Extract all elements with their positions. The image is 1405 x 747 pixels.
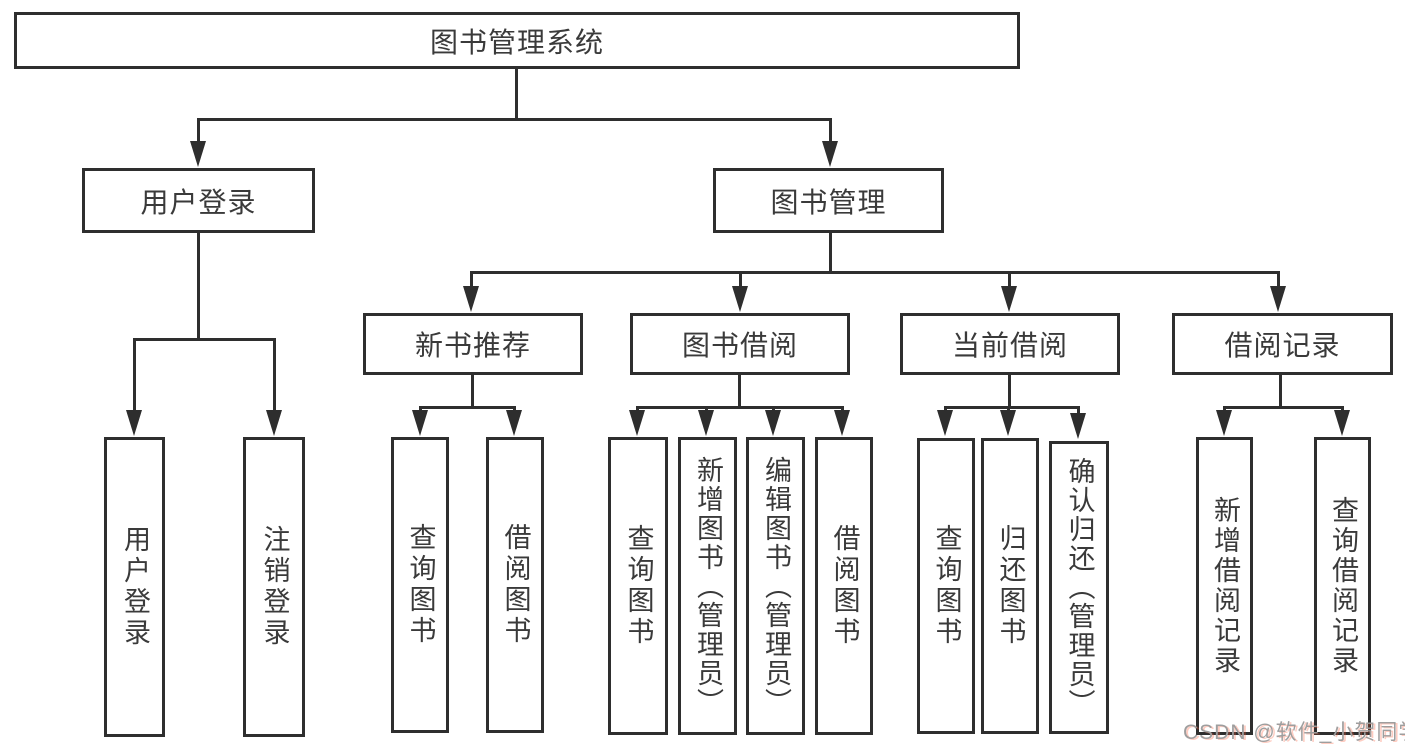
- leaf-query-borrow-record: 查询借阅记录: [1314, 437, 1371, 735]
- connector-trunk: [738, 375, 741, 409]
- leaf-query-book-1-label: 查询图书: [405, 523, 436, 647]
- connector-user-login-rail: [133, 338, 276, 341]
- node-current-borrow-label: 当前借阅: [951, 330, 1068, 361]
- arrowhead-icon: [1001, 286, 1017, 312]
- arrowhead-icon: [190, 141, 206, 167]
- connector-shaft-leaf: [133, 338, 136, 412]
- connector-user-login-trunk: [197, 233, 200, 341]
- leaf-add-book-admin: 新增图书（管理员）: [678, 437, 737, 735]
- node-borrow-records-label: 借阅记录: [1224, 330, 1341, 361]
- leaf-confirm-return-admin-label: 确认归还（管理员）: [1064, 457, 1095, 718]
- connector-shaft-leaf: [1077, 406, 1080, 414]
- arrowhead-icon: [1334, 410, 1350, 436]
- leaf-logout-label: 注销登录: [259, 525, 290, 649]
- connector-shaft-book-borrow: [739, 271, 742, 289]
- connector-shaft-current-borrow: [1008, 271, 1011, 289]
- leaf-borrow-book-1: 借阅图书: [486, 437, 544, 733]
- arrowhead-icon: [1270, 286, 1286, 312]
- leaf-borrow-book-2-label: 借阅图书: [829, 524, 860, 648]
- connector-trunk: [471, 375, 474, 409]
- arrowhead-icon: [698, 410, 714, 436]
- leaf-user-login-label: 用户登录: [120, 525, 150, 649]
- leaf-confirm-return-admin: 确认归还（管理员）: [1049, 441, 1109, 734]
- connector-level3-rail: [470, 271, 1280, 274]
- arrowhead-icon: [834, 410, 850, 436]
- leaf-query-book-2: 查询图书: [608, 437, 668, 735]
- connector-trunk: [1008, 375, 1011, 409]
- node-root: 图书管理系统: [14, 12, 1020, 69]
- arrowhead-icon: [463, 286, 479, 312]
- leaf-logout: 注销登录: [243, 437, 305, 737]
- connector-level2-rail: [197, 118, 832, 121]
- arrowhead-icon: [506, 410, 522, 436]
- node-current-borrow: 当前借阅: [900, 313, 1120, 375]
- node-root-label: 图书管理系统: [429, 26, 604, 58]
- node-book-borrow-label: 图书借阅: [681, 330, 798, 361]
- node-borrow-records: 借阅记录: [1172, 313, 1393, 375]
- node-user-login-label: 用户登录: [140, 186, 257, 218]
- leaf-add-borrow-record-label: 新增借阅记录: [1210, 496, 1240, 676]
- connector-trunk: [1279, 375, 1282, 409]
- leaf-user-login: 用户登录: [104, 437, 165, 737]
- leaf-edit-book-admin-label: 编辑图书（管理员）: [761, 455, 791, 717]
- connector-rail: [419, 406, 516, 409]
- connector-shaft-new-book: [470, 271, 473, 289]
- arrowhead-icon: [1000, 410, 1016, 436]
- connector-shaft-borrow-records: [1277, 271, 1280, 289]
- node-book-borrow: 图书借阅: [630, 313, 850, 375]
- connector-rail: [636, 406, 844, 409]
- connector-rail: [944, 406, 1080, 409]
- connector-root-trunk: [515, 68, 518, 121]
- leaf-query-book-3: 查询图书: [917, 438, 975, 734]
- arrowhead-icon: [126, 410, 142, 436]
- leaf-query-borrow-record-label: 查询借阅记录: [1328, 496, 1358, 676]
- node-new-book-recommend-label: 新书推荐: [414, 330, 531, 361]
- leaf-borrow-book-1-label: 借阅图书: [500, 523, 531, 647]
- leaf-borrow-book-2: 借阅图书: [815, 437, 873, 735]
- arrowhead-icon: [1070, 413, 1086, 439]
- csdn-watermark: CSDN @软件_小贺同学: [1183, 721, 1405, 744]
- arrowhead-icon: [822, 141, 838, 167]
- node-book-management-label: 图书管理: [770, 186, 887, 218]
- leaf-query-book-3-label: 查询图书: [931, 524, 962, 648]
- arrowhead-icon: [412, 410, 428, 436]
- arrowhead-icon: [732, 286, 748, 312]
- node-new-book-recommend: 新书推荐: [363, 313, 583, 375]
- leaf-add-book-admin-label: 新增图书（管理员）: [693, 455, 723, 717]
- arrowhead-icon: [266, 410, 282, 436]
- connector-shaft-book-mgmt: [829, 118, 832, 146]
- node-user-login: 用户登录: [82, 168, 315, 233]
- leaf-query-book-1: 查询图书: [391, 437, 449, 733]
- leaf-return-book-label: 归还图书: [995, 524, 1026, 648]
- node-book-management: 图书管理: [713, 168, 944, 233]
- leaf-query-book-2-label: 查询图书: [623, 524, 654, 648]
- connector-rail: [1223, 406, 1344, 409]
- connector-shaft-leaf: [273, 338, 276, 412]
- arrowhead-icon: [937, 410, 953, 436]
- arrowhead-icon: [1216, 410, 1232, 436]
- connector-book-mgmt-trunk: [829, 233, 832, 274]
- arrowhead-icon: [629, 410, 645, 436]
- leaf-add-borrow-record: 新增借阅记录: [1196, 437, 1253, 735]
- leaf-edit-book-admin: 编辑图书（管理员）: [746, 437, 805, 735]
- connector-shaft-user-login: [197, 118, 200, 146]
- leaf-return-book: 归还图书: [981, 438, 1039, 734]
- arrowhead-icon: [765, 410, 781, 436]
